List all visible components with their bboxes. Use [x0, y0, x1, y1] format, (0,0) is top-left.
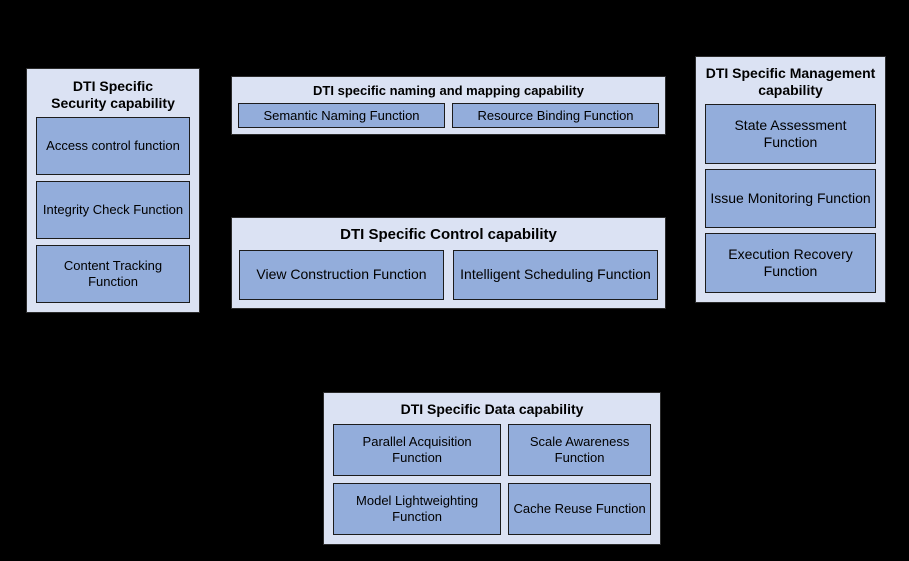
function-box-semantic-naming[interactable]: Semantic Naming Function — [238, 103, 445, 128]
panel-security-capability: DTI Specific Security capability Access … — [26, 68, 200, 313]
function-box-access-control[interactable]: Access control function — [36, 117, 190, 176]
panel-data-title: DTI Specific Data capability — [400, 401, 584, 417]
function-box-integrity-check[interactable]: Integrity Check Function — [36, 181, 190, 239]
panel-security-title-line2: Security capability — [51, 94, 175, 111]
function-box-issue-monitoring[interactable]: Issue Monitoring Function — [705, 168, 876, 229]
panel-security-title: DTI Specific Security capability — [27, 69, 199, 111]
panel-control-capability: DTI Specific Control capability View Con… — [231, 217, 666, 309]
security-function-list: Access control function Integrity Check … — [27, 111, 199, 312]
panel-data-capability: DTI Specific Data capability Parallel Ac… — [323, 392, 661, 545]
data-function-list: Parallel Acquisition Function Scale Awar… — [324, 418, 660, 544]
function-box-model-lightweighting[interactable]: Model Lightweighting Function — [333, 482, 502, 535]
management-function-list: State Assessment Function Issue Monitori… — [696, 98, 885, 302]
function-box-scale-awareness[interactable]: Scale Awareness Function — [508, 423, 651, 476]
panel-security-title-line1: DTI Specific — [72, 78, 154, 94]
panel-control-title: DTI Specific Control capability — [340, 226, 557, 243]
function-box-state-assessment[interactable]: State Assessment Function — [705, 104, 876, 164]
panel-naming-title: DTI specific naming and mapping capabili… — [313, 83, 584, 98]
function-box-resource-binding[interactable]: Resource Binding Function — [452, 103, 659, 128]
function-box-intelligent-scheduling[interactable]: Intelligent Scheduling Function — [453, 249, 658, 300]
function-box-execution-recovery[interactable]: Execution Recovery Function — [705, 233, 876, 293]
function-box-parallel-acquisition[interactable]: Parallel Acquisition Function — [333, 423, 502, 476]
panel-management-capability: DTI Specific Management capability State… — [695, 56, 886, 303]
panel-management-title: DTI Specific Management capability — [696, 57, 885, 98]
function-box-content-tracking[interactable]: Content Tracking Function — [36, 245, 190, 303]
panel-naming-mapping-capability: DTI specific naming and mapping capabili… — [231, 76, 666, 135]
panel-management-title-line2: capability — [758, 81, 823, 98]
function-box-cache-reuse[interactable]: Cache Reuse Function — [508, 482, 651, 535]
naming-function-list: Semantic Naming Function Resource Bindin… — [232, 98, 665, 134]
function-box-view-construction[interactable]: View Construction Function — [239, 249, 444, 300]
control-function-list: View Construction Function Intelligent S… — [232, 244, 665, 308]
panel-management-title-line1: DTI Specific Management — [705, 65, 876, 81]
